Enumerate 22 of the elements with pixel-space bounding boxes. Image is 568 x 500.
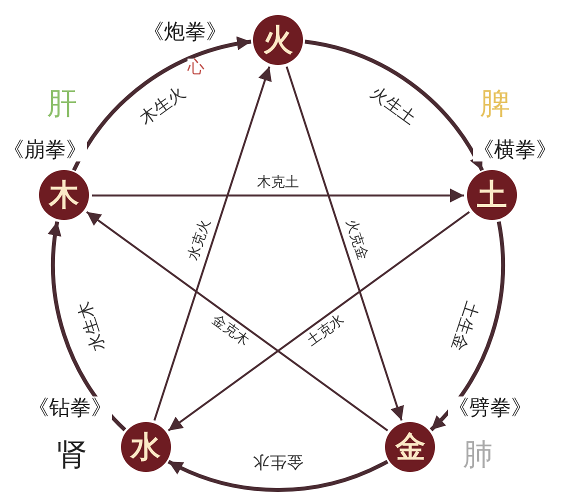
arrow xyxy=(304,40,484,172)
arrow xyxy=(48,221,126,432)
element-circle: 土 xyxy=(466,170,517,220)
arrow xyxy=(168,211,470,432)
arrow xyxy=(92,188,464,202)
organ-label: 肾 xyxy=(57,438,87,472)
organ-label: 心 xyxy=(188,58,204,78)
edge-label: 金生水 xyxy=(250,452,306,470)
arrow xyxy=(86,211,388,432)
element-circle: 火 xyxy=(253,15,303,65)
element-circle: 木 xyxy=(39,170,89,220)
organ-label: 肺 xyxy=(463,438,493,472)
arrow xyxy=(168,460,388,492)
element-circle: 水 xyxy=(120,422,171,472)
arrow xyxy=(430,221,505,432)
organ-label: 脾 xyxy=(480,88,510,120)
arrow xyxy=(286,66,404,421)
arrow xyxy=(72,37,252,172)
arrow xyxy=(153,66,272,421)
edge-label: 木克土 xyxy=(255,176,301,192)
organ-label: 肝 xyxy=(47,88,77,120)
element-circle: 金 xyxy=(385,422,436,472)
